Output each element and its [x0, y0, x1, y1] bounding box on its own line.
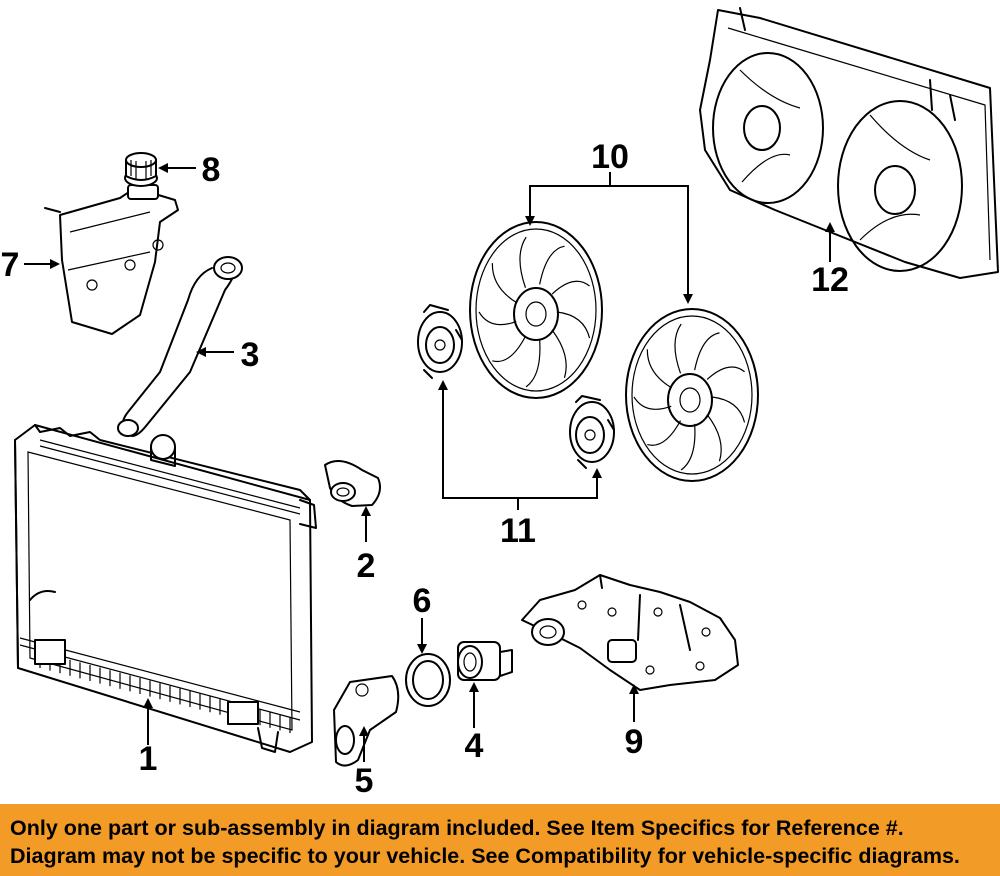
callout-1: 1 [139, 740, 158, 778]
callout-9: 9 [625, 723, 644, 761]
fan-blade-right-part [625, 308, 759, 482]
callout-3: 3 [241, 336, 260, 374]
seal-ring-part [405, 653, 451, 707]
callout-5: 5 [355, 762, 374, 800]
callout-12: 12 [811, 261, 849, 299]
radiator-hose-part [117, 256, 243, 437]
hose-elbow-part [324, 460, 381, 507]
leader-11a [438, 380, 518, 499]
fan-shroud-part [699, 7, 999, 279]
callout-8: 8 [202, 151, 221, 189]
coolant-reservoir-part [44, 184, 179, 335]
callout-6: 6 [413, 582, 432, 620]
reservoir-cap-part [124, 152, 158, 187]
callout-2: 2 [357, 547, 376, 585]
fan-blade-left-part [469, 221, 603, 399]
callout-4: 4 [465, 727, 484, 765]
thermostat-part [457, 641, 513, 681]
radiator-part [14, 424, 317, 753]
callout-numbers: 1 2 3 4 5 6 7 8 9 10 11 12 [1, 138, 849, 800]
leader-10b [610, 185, 693, 304]
leader-lines [24, 163, 835, 762]
disclaimer-line-1: Only one part or sub-assembly in diagram… [10, 816, 904, 840]
callout-10: 10 [591, 138, 629, 176]
callout-11: 11 [500, 512, 536, 550]
fan-motor-left-part [417, 304, 463, 379]
disclaimer-line-2: Diagram may not be specific to your vehi… [10, 844, 960, 868]
outlet-housing-part [333, 675, 400, 767]
callout-7: 7 [1, 246, 20, 284]
water-outlet-housing-part [521, 574, 739, 691]
leader-10a [525, 185, 610, 226]
fan-motor-right-part [569, 395, 615, 469]
parts-diagram: 1 2 3 4 5 6 7 8 9 10 11 12 [1, 7, 999, 800]
leader-11b [518, 468, 602, 499]
disclaimer-banner: Only one part or sub-assembly in diagram… [0, 804, 1000, 876]
